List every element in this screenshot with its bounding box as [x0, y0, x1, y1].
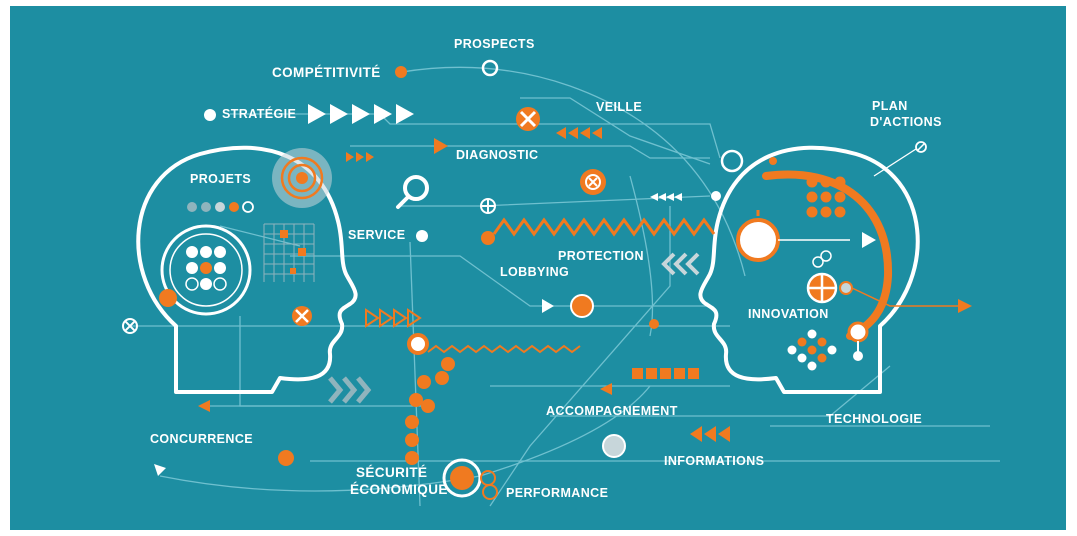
grey-chevrons-icon	[328, 376, 372, 404]
informations-node	[602, 434, 626, 458]
label-plan-actions-1: PLAN	[872, 99, 908, 113]
connector-diagnostic	[350, 145, 710, 159]
connector-lines	[130, 66, 1000, 507]
security-dots-chain	[405, 357, 455, 465]
mid-node	[407, 333, 429, 355]
technology-node	[847, 321, 869, 361]
infographic-panel: PROSPECTS COMPÉTITIVITÉ STRATÉGIE VEILLE…	[10, 6, 1066, 530]
connector-prospects	[401, 66, 746, 277]
label-projets: PROJETS	[190, 172, 252, 186]
label-diagnostic: DIAGNOSTIC	[456, 148, 539, 162]
label-strategie: STRATÉGIE	[222, 107, 297, 121]
target-arrows-icon	[346, 152, 374, 162]
competitivite-node	[395, 66, 407, 78]
label-lobbying: LOBBYING	[500, 265, 570, 279]
target-icon	[272, 148, 332, 208]
label-securite-1: SÉCURITÉ	[356, 465, 428, 480]
label-service: SERVICE	[348, 228, 406, 242]
zigzag-line-lower	[427, 344, 581, 354]
veille-node-small	[769, 157, 777, 165]
lobbying-arrow-icon	[542, 299, 554, 313]
label-protection: PROTECTION	[558, 249, 644, 263]
right-head-orange-arc	[762, 170, 893, 340]
cross-circle-veille	[516, 107, 540, 131]
diagram-canvas	[122, 59, 1000, 507]
prospects-node	[481, 59, 499, 77]
connector-veille	[520, 97, 711, 165]
label-accompagnement: ACCOMPAGNEMENT	[546, 404, 678, 418]
connector-diagonal	[489, 206, 671, 507]
innovation-node-icon	[806, 250, 972, 313]
left-head-outline	[136, 145, 358, 394]
dots-cluster-icon	[159, 224, 252, 316]
connector-service-down	[409, 241, 421, 507]
plan-actions-dots-icon	[806, 176, 846, 218]
outline-arrows-icon	[365, 308, 422, 328]
label-competitivite: COMPÉTITIVITÉ	[272, 65, 381, 80]
veille-arrows-icon	[556, 127, 602, 139]
connector-grid	[219, 225, 301, 247]
accompagnement-arrow-icon	[600, 383, 612, 395]
zigzag-start-node	[481, 231, 495, 245]
magnifier-icon	[396, 175, 429, 209]
strategie-node	[204, 109, 216, 121]
concurrence-arrow-icon	[198, 400, 210, 412]
security-node	[442, 458, 498, 500]
service-node	[416, 230, 428, 242]
label-prospects: PROSPECTS	[454, 37, 535, 51]
diagnostic-arrow-icon	[434, 138, 448, 154]
label-plan-actions-2: D'ACTIONS	[870, 115, 942, 129]
chevrons-icon	[661, 252, 700, 276]
lobbying-node	[570, 294, 594, 318]
veille-node-open	[720, 149, 744, 173]
label-informations: INFORMATIONS	[664, 454, 765, 468]
clock-node-icon	[736, 210, 876, 262]
zigzag-line-upper	[492, 217, 716, 237]
connector-lobbying	[290, 255, 710, 307]
grid-icon	[263, 223, 315, 282]
technology-dots-icon	[787, 329, 837, 371]
plus-circle-icon	[480, 198, 496, 214]
blocks-icon	[632, 368, 699, 379]
cross-circle-service	[580, 169, 606, 195]
informations-arrows-icon	[690, 426, 730, 442]
label-innovation: INNOVATION	[748, 307, 829, 321]
right-head-outline	[698, 145, 920, 394]
cross-circle-icon	[292, 306, 312, 326]
connector-accompagnement	[550, 365, 891, 417]
label-veille: VEILLE	[596, 100, 643, 114]
service-right-node	[711, 191, 721, 201]
label-performance: PERFORMANCE	[506, 486, 609, 500]
label-concurrence: CONCURRENCE	[150, 432, 254, 446]
mid-right-node	[649, 319, 659, 329]
projets-dots-icon	[187, 201, 254, 213]
left-cross-node	[122, 318, 138, 334]
plan-actions-node	[873, 141, 927, 177]
bottom-left-arrow-icon	[154, 464, 166, 476]
label-securite-2: ÉCONOMIQUE	[350, 482, 448, 497]
concurrence-node	[278, 450, 294, 466]
label-technologie: TECHNOLOGIE	[826, 412, 923, 426]
service-arrows-icon	[650, 193, 682, 201]
strategie-arrowheads-icon	[308, 104, 414, 124]
